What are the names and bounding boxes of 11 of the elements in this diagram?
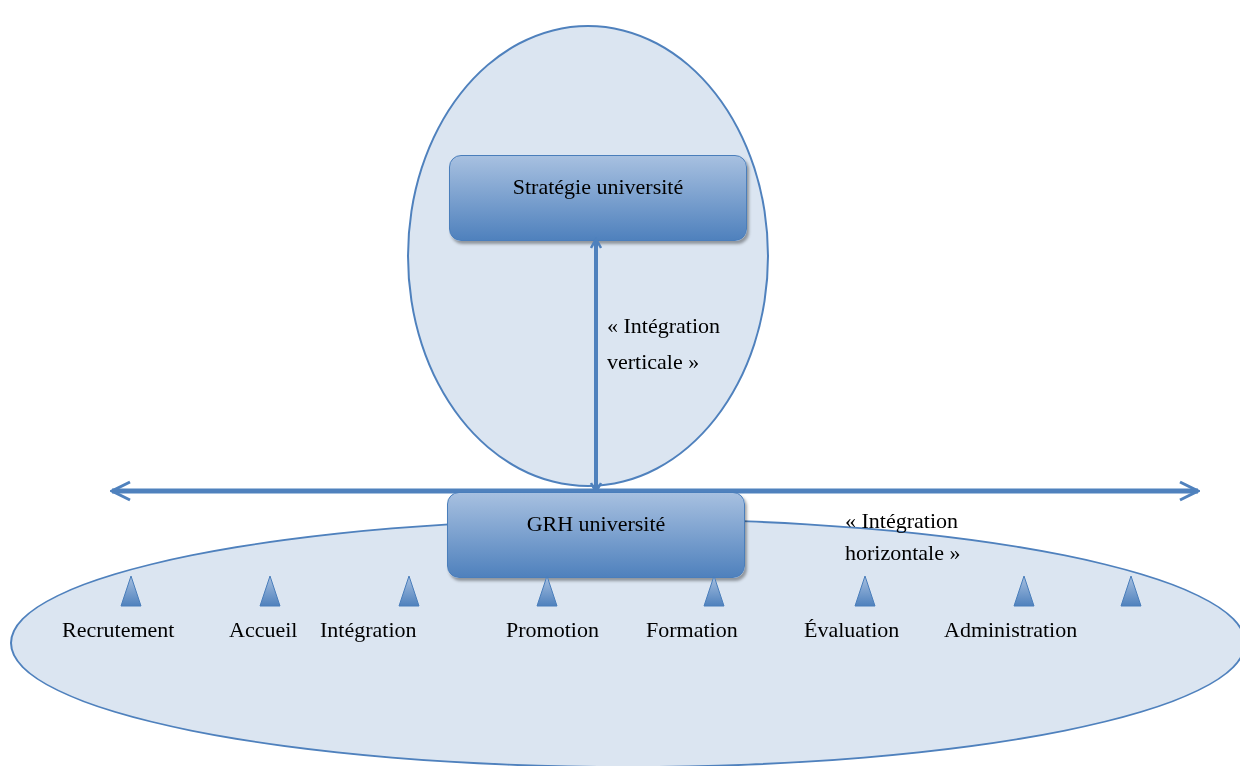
process-box: GRH université	[447, 492, 745, 578]
function-label: Accueil	[229, 616, 298, 644]
function-label: Recrutement	[62, 616, 175, 644]
function-label: Promotion	[506, 616, 599, 644]
function-label: Évaluation	[804, 616, 900, 644]
function-label: Intégration	[320, 616, 417, 644]
function-label: Administration	[944, 616, 1078, 644]
function-label: Formation	[646, 616, 738, 644]
edge-label: « Intégration verticale »	[607, 312, 722, 376]
process-box: Stratégie université	[449, 155, 747, 241]
axis-label: « Intégration horizontale »	[845, 507, 962, 567]
